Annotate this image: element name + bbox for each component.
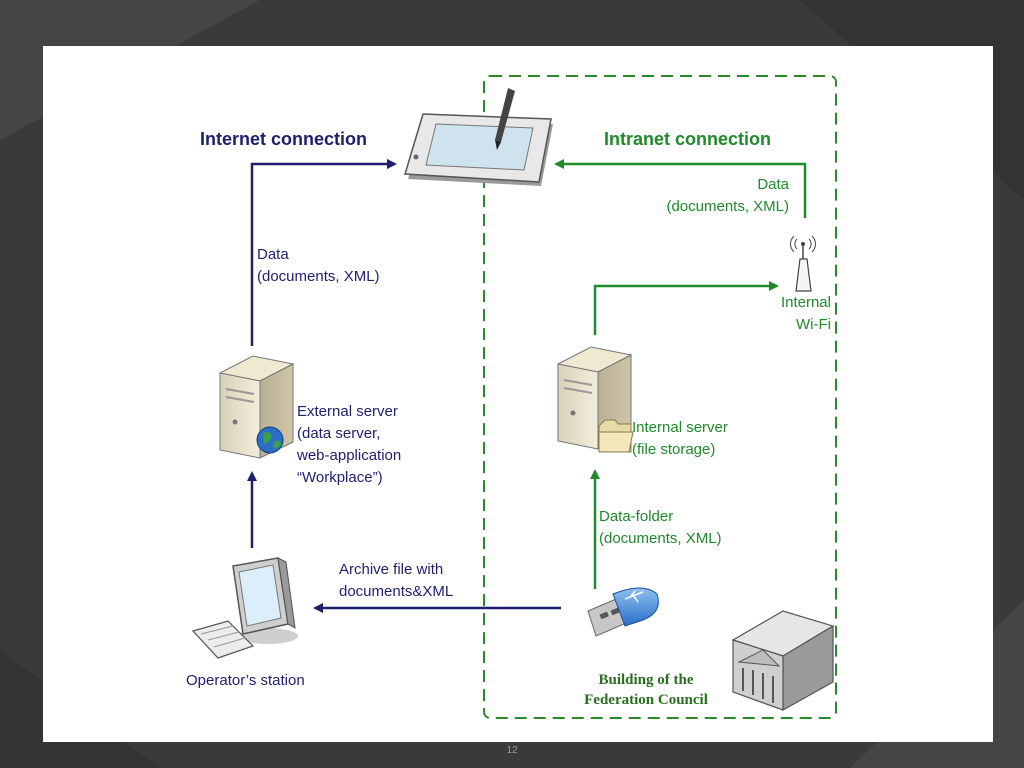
operator-station-label: Operator’s station [186, 672, 305, 689]
internet-flow-line [250, 159, 397, 346]
internet-data-label: Data (documents, XML) [257, 246, 380, 285]
folder-icon [598, 419, 634, 453]
slide: Internet connection Intranet connection … [43, 46, 993, 742]
globe-icon [256, 426, 284, 454]
computer-icon [191, 557, 298, 659]
building-icon [731, 610, 835, 712]
internal-wifi-label: Internal Wi-Fi [780, 294, 831, 333]
data-folder-label: Data-folder (documents, XML) [599, 508, 722, 547]
archive-file-label: Archive file with documents&XML [339, 561, 454, 600]
tablet-icon [404, 88, 553, 186]
building-label: Building of the Federation Council [584, 672, 708, 708]
page-number: 12 [506, 745, 518, 756]
internet-connection-heading: Internet connection [200, 129, 368, 149]
server-to-wifi-arrow [593, 281, 779, 335]
internal-server-label: Internal server (file storage) [632, 419, 728, 458]
intranet-data-label: Data (documents, XML) [666, 176, 789, 215]
network-diagram [191, 75, 837, 719]
intranet-connection-heading: Intranet connection [604, 129, 772, 149]
wifi-antenna-icon [790, 235, 816, 292]
external-server-label: External server (data server, web-applic… [297, 403, 402, 486]
usb-drive-icon [587, 587, 659, 637]
intranet-flow-line [554, 159, 807, 218]
